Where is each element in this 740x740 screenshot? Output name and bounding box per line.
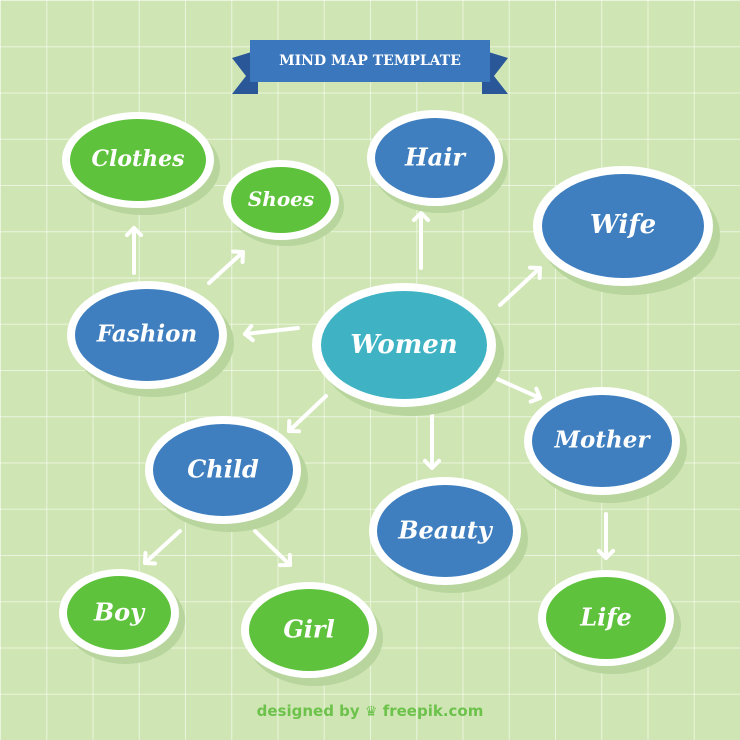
arrow-shaft	[143, 529, 182, 565]
arrow-head	[528, 265, 542, 280]
arrow-women-to-fashion	[243, 324, 300, 343]
banner-title: MIND MAP TEMPLATE	[279, 53, 461, 69]
node-boy-label: Boy	[93, 598, 146, 627]
node-fashion-shape	[75, 289, 219, 381]
arrow-shaft	[243, 326, 300, 336]
credit-prefix: designed by	[256, 702, 360, 720]
arrow-fashion-to-shoes	[207, 249, 245, 285]
node-life: Life	[538, 570, 681, 674]
node-clothes-shape	[70, 119, 206, 201]
node-clothes: Clothes	[62, 112, 220, 215]
node-life-label: Life	[579, 603, 632, 632]
arrow-women-to-mother	[493, 376, 542, 404]
arrow-women-to-beauty	[422, 412, 442, 470]
node-girl-shape	[249, 589, 369, 671]
node-boy: Boy	[59, 569, 185, 664]
credit-line: designed by ♛ freepik.com	[0, 702, 740, 720]
node-mother-shape	[532, 395, 672, 487]
node-shoes-label: Shoes	[248, 187, 314, 211]
node-beauty-label: Beauty	[397, 516, 494, 545]
arrow-head	[124, 226, 144, 238]
node-boy-shape	[67, 576, 171, 650]
node-mother: Mother	[524, 387, 687, 503]
node-shoes: Shoes	[223, 160, 344, 246]
arrow-fashion-to-clothes	[124, 226, 144, 275]
arrow-head	[422, 458, 442, 470]
arrow-head	[287, 419, 301, 434]
node-wife-shape	[542, 174, 704, 278]
banner-body	[250, 40, 490, 82]
arrow-women-to-hair	[411, 211, 431, 270]
arrow-child-to-girl	[253, 529, 292, 568]
node-women-label: Women	[350, 330, 457, 360]
node-hair-label: Hair	[404, 143, 467, 172]
node-wife: Wife	[533, 166, 720, 295]
node-girl-label: Girl	[283, 615, 334, 644]
node-shoes-shape	[231, 167, 331, 233]
node-child: Child	[145, 416, 308, 532]
node-clothes-label: Clothes	[91, 146, 184, 172]
arrow-shaft	[207, 250, 245, 285]
node-child-label: Child	[187, 455, 259, 484]
edges	[124, 211, 616, 568]
node-girl: Girl	[241, 582, 383, 686]
node-wife-label: Wife	[590, 210, 656, 240]
arrow-shaft	[287, 394, 328, 433]
node-women: Women	[312, 283, 504, 416]
arrow-shaft	[493, 376, 542, 400]
node-beauty-shape	[377, 485, 513, 577]
arrow-head	[278, 553, 292, 568]
arrow-head	[243, 324, 255, 343]
arrow-mother-to-life	[596, 512, 616, 560]
arrow-child-to-boy	[143, 529, 182, 566]
node-fashion-label: Fashion	[96, 321, 197, 348]
arrow-women-to-child	[287, 394, 328, 434]
node-mother-label: Mother	[554, 427, 652, 454]
arrow-head	[143, 551, 157, 566]
arrow-head	[231, 249, 245, 264]
node-women-shape	[321, 291, 487, 399]
title-banner: MIND MAP TEMPLATE	[232, 40, 508, 94]
arrow-women-to-wife	[498, 265, 542, 307]
crown-icon: ♛	[364, 704, 378, 720]
node-hair: Hair	[367, 110, 508, 213]
arrow-head	[411, 211, 431, 223]
node-child-shape	[153, 424, 293, 516]
node-fashion: Fashion	[67, 281, 234, 397]
arrow-head	[596, 548, 616, 560]
arrow-head	[528, 386, 542, 404]
node-life-shape	[546, 577, 666, 659]
arrow-shaft	[498, 266, 542, 307]
arrow-shaft	[253, 529, 292, 567]
node-hair-shape	[375, 118, 495, 198]
node-beauty: Beauty	[369, 477, 528, 593]
credit-brand: freepik.com	[382, 702, 484, 720]
